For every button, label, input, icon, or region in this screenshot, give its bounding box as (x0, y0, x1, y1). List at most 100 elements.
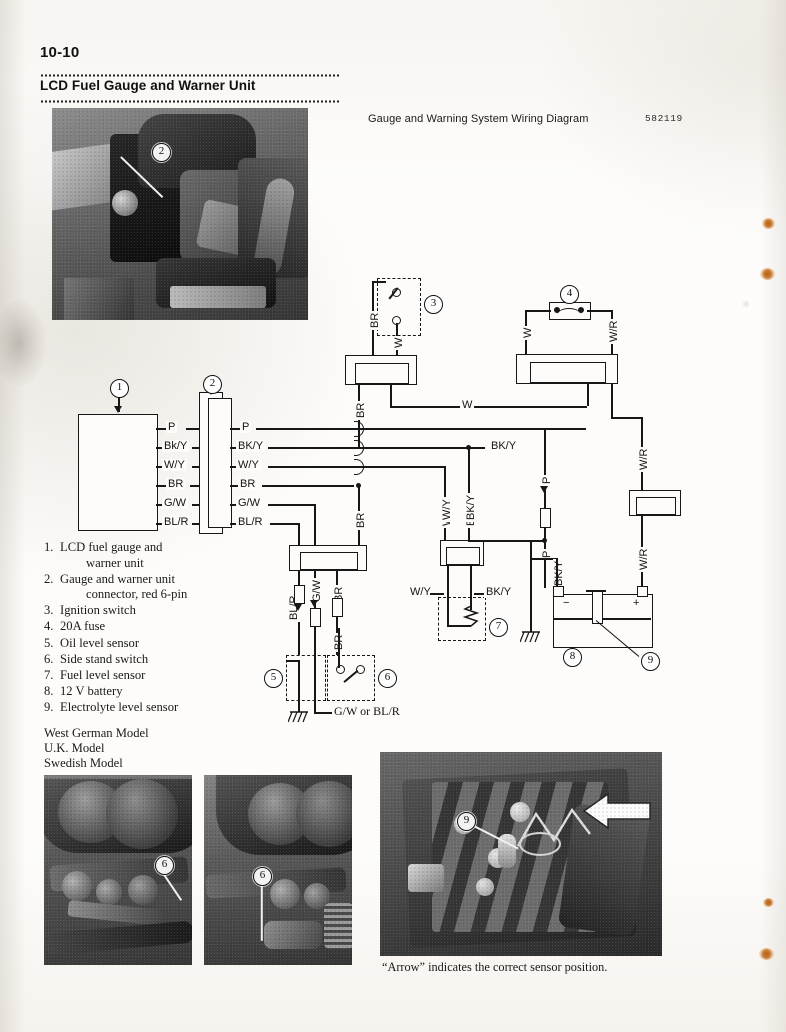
diagram-callout-4: 4 (560, 285, 579, 304)
legend-item: 3.Ignition switch (44, 603, 259, 619)
page-edge-shading-left (0, 0, 26, 1032)
wire-label-bky-branch: BK/Y (489, 440, 519, 452)
wire-label-p-lower: P (541, 548, 553, 560)
fuse-contact-left (554, 307, 560, 313)
wire-br-sensor (336, 571, 338, 655)
connector-6pin-inner (208, 398, 232, 528)
stand-switch-note: G/W or BL/R (332, 704, 402, 719)
wire-label-wy-fuel: W/Y (441, 497, 453, 522)
stand-note-leader-h (314, 712, 336, 714)
wire-label-wr-right: W/R (638, 446, 650, 472)
diagram-callout-6: 6 (378, 669, 397, 688)
wire-label-blr-left: BL/R (162, 516, 191, 528)
ignition-terminal-upper (392, 288, 401, 297)
legend-number: 1. (44, 540, 54, 554)
electrolyte-sensor-probe (592, 590, 603, 624)
wire-gw-run (268, 504, 316, 506)
photo-side-stand-switch-right (204, 775, 352, 965)
right-connector-block (629, 490, 681, 516)
model-list: West German Model U.K. Model Swedish Mod… (44, 726, 149, 772)
wire-br-below-ignition (358, 385, 360, 447)
wire-label-bky-right: BK/Y (236, 440, 266, 452)
wire-p-to-battery (544, 428, 546, 588)
diagram-callout-7: 7 (489, 618, 508, 637)
wire-bky-run (268, 447, 485, 449)
wire-label-p-upper: P (541, 474, 553, 486)
ignition-terminal-lower (392, 316, 401, 325)
wire-label-bky-fuel: BK/Y (465, 492, 477, 522)
wire-wy-run (268, 466, 446, 468)
legend-number: 6. (44, 651, 54, 666)
blr-bullet-connector (294, 585, 305, 604)
wire-crossover-hop (354, 421, 364, 437)
foxing-stain (762, 218, 775, 229)
battery-positive-sign: + (633, 597, 640, 609)
legend-item: 7.Fuel level sensor (44, 668, 259, 684)
wire-bky-branch-down (468, 447, 470, 540)
diagram-callout-2: 2 (203, 375, 222, 394)
wire-w-bus (390, 406, 587, 408)
diagram-callout-8: 8 (563, 648, 582, 667)
wire-label-blr-sensor: BL/R (288, 593, 300, 622)
wire-label-gw-left: G/W (162, 497, 188, 509)
callout-9-leader (595, 620, 640, 658)
stand-switch-terminal-right (356, 665, 365, 674)
lcd-gauge-unit-box (78, 414, 158, 531)
wire-label-w-ign: W (393, 335, 405, 350)
wire-label-wy-left: W/Y (162, 459, 187, 471)
foxing-stain (760, 268, 775, 280)
fuel-level-sensor-outline (438, 597, 486, 641)
stand-switch-terminal-left (336, 665, 345, 674)
legend-cont: warner unit (86, 555, 144, 570)
battery-electrolyte-line (553, 618, 651, 620)
fuse-body (549, 302, 591, 320)
p-connector-arrow (540, 486, 548, 493)
wire-label-br-left: BR (166, 478, 186, 490)
legend-text: 12 V battery (60, 683, 123, 698)
photo-caption: “Arrow” indicates the correct sensor pos… (382, 960, 608, 974)
fuse-connector-block (516, 354, 618, 384)
wire-label-w-bus: W (460, 399, 475, 411)
wire-br-to-ignition (372, 281, 374, 355)
wire-label-bky-arrow: BK/Y (484, 586, 514, 598)
wire-ground-run (530, 540, 532, 632)
wire-label-p-left: P (166, 421, 178, 433)
wire-label-wr-fuse: W/R (608, 318, 620, 344)
photo-side-stand-switch-left (44, 775, 192, 965)
gw-connector-arrow (310, 600, 318, 607)
wire-label-br-sensor-upper: BR (333, 584, 345, 604)
paper-smudge (0, 300, 46, 386)
page-number: 10-10 (40, 44, 80, 61)
wire-label-gw-sensor: G/W (311, 578, 323, 604)
legend-number: 4. (44, 619, 54, 634)
legend-number: 3. (44, 603, 54, 618)
ignition-switch-outline (377, 278, 421, 336)
foxing-stain (759, 948, 774, 960)
wire-junction (356, 483, 361, 488)
stand-note-leader-v (314, 655, 316, 713)
wire-label-w-fuse: W (522, 325, 534, 340)
battery-body (553, 594, 653, 648)
battery-negative-sign: − (563, 597, 570, 609)
model-line: West German Model (44, 726, 149, 740)
legend-item: 5.Oil level sensor (44, 636, 259, 652)
diagram-title: Gauge and Warning System Wiring Diagram (368, 113, 589, 125)
photo-callout-6-right: 6 (253, 867, 272, 886)
legend-item: 6.Side stand switch (44, 652, 259, 668)
wire-label-gw-right: G/W (236, 497, 262, 509)
diagram-callout-9: 9 (641, 652, 660, 671)
fuse-contact-right (578, 307, 584, 313)
model-line: Swedish Model (44, 756, 123, 771)
diagram-callout-5: 5 (264, 669, 283, 688)
wire-crossover-hop (354, 459, 364, 475)
battery-terminal-positive (637, 586, 648, 597)
legend-number: 2. (44, 571, 54, 586)
wire-label-br-trunk: BR (355, 510, 367, 530)
wire-label-blr-right: BL/R (236, 516, 265, 528)
wire-br-trunk-lower (358, 485, 360, 545)
